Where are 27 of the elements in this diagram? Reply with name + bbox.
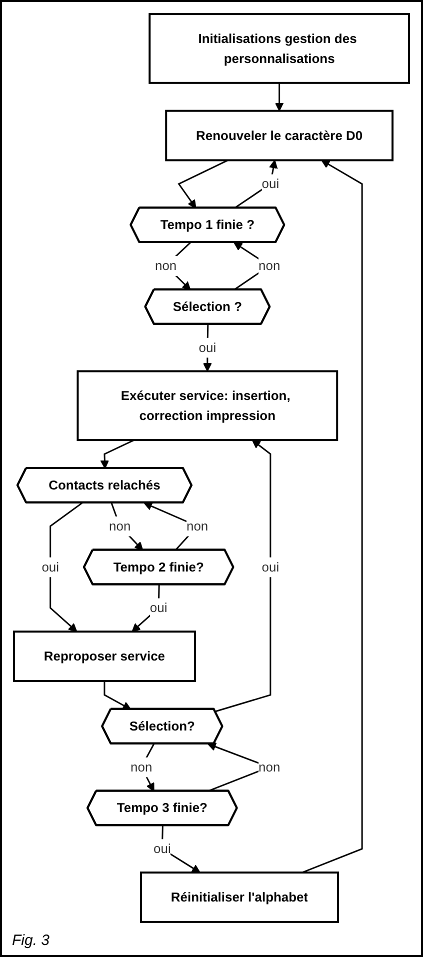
- edge-label: oui: [262, 559, 280, 574]
- arrow: [215, 440, 272, 712]
- arrow: [178, 160, 228, 208]
- node-box: Initialisations gestion des personnalisations: [148, 13, 410, 84]
- edge-label: oui: [262, 176, 280, 192]
- node-box: Reproposer service: [12, 630, 196, 682]
- node-box: Renouveler le caractère D0: [165, 110, 394, 162]
- arrow: [100, 439, 134, 469]
- node-box: Réinitialiser l'alphabet: [140, 872, 339, 923]
- edge-label: non: [154, 258, 177, 273]
- edge-label: non: [258, 258, 280, 273]
- arrow: [302, 160, 363, 874]
- arrow: [161, 826, 200, 873]
- edge-label: oui: [154, 841, 171, 856]
- node-box: Exécuter service: insertion, correction impression: [76, 370, 338, 442]
- arrow: [50, 502, 83, 632]
- figure-caption: Fig. 3: [12, 932, 50, 949]
- edge-label: non: [186, 518, 208, 534]
- arrow: [274, 82, 284, 112]
- edge-label: oui: [42, 559, 60, 574]
- arrow: [110, 502, 144, 551]
- edge-label: oui: [150, 600, 168, 616]
- edge-label: non: [109, 518, 131, 534]
- edge-label: oui: [198, 340, 216, 355]
- edge-label: non: [130, 759, 152, 774]
- arrow: [104, 681, 132, 710]
- edge-label: non: [258, 759, 280, 774]
